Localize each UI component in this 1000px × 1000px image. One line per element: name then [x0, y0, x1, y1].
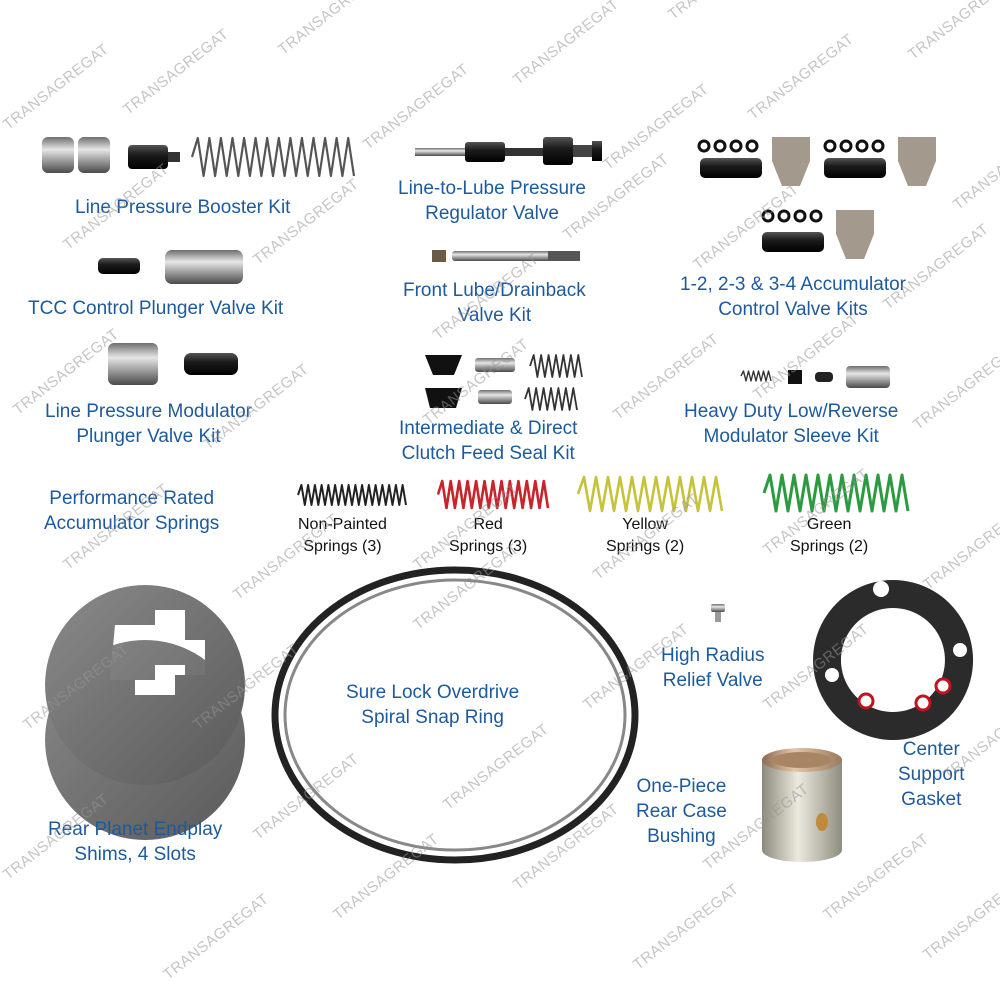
spring-hd-coil: [740, 370, 772, 382]
spiral-snap-ring: [271, 566, 639, 864]
clutch-spring-1: [529, 354, 583, 378]
heavy-duty-spring: [740, 370, 772, 382]
tcc-plunger-parts: [98, 250, 243, 284]
heavy-duty-parts: [788, 366, 890, 388]
line-pressure-booster-parts: [42, 137, 180, 173]
center-support-gasket: [813, 580, 974, 740]
accumulator-control-parts: [697, 137, 936, 259]
rear-case-bushing: [762, 748, 842, 862]
clutch-feed-parts: [425, 355, 515, 408]
label-line-pressure-booster: Line Pressure Booster Kit: [75, 197, 291, 218]
line-to-lube-valve: [415, 137, 602, 165]
green-spring: [762, 473, 910, 513]
spring-nonpainted-coil: [297, 484, 407, 506]
relief-valve: [711, 604, 725, 622]
spring-yellow-coil: [576, 475, 724, 513]
label-tcc-control: TCC Control Plunger Valve Kit: [28, 298, 284, 319]
front-lube-valve: [432, 250, 580, 262]
red-spring: [436, 479, 550, 510]
spring-red-coil: [436, 479, 550, 510]
endplay-shims: [45, 585, 246, 841]
spring-clutch2-coil: [524, 387, 578, 411]
non-painted-spring: [297, 484, 407, 506]
spring-green-coil: [762, 473, 910, 513]
modulator-plunger-parts: [108, 343, 238, 385]
spring-clutch1-coil: [529, 354, 583, 378]
clutch-spring-2: [524, 387, 578, 411]
booster-spring: [190, 136, 356, 178]
spring-booster-coil: [190, 136, 356, 178]
yellow-spring: [576, 475, 724, 513]
